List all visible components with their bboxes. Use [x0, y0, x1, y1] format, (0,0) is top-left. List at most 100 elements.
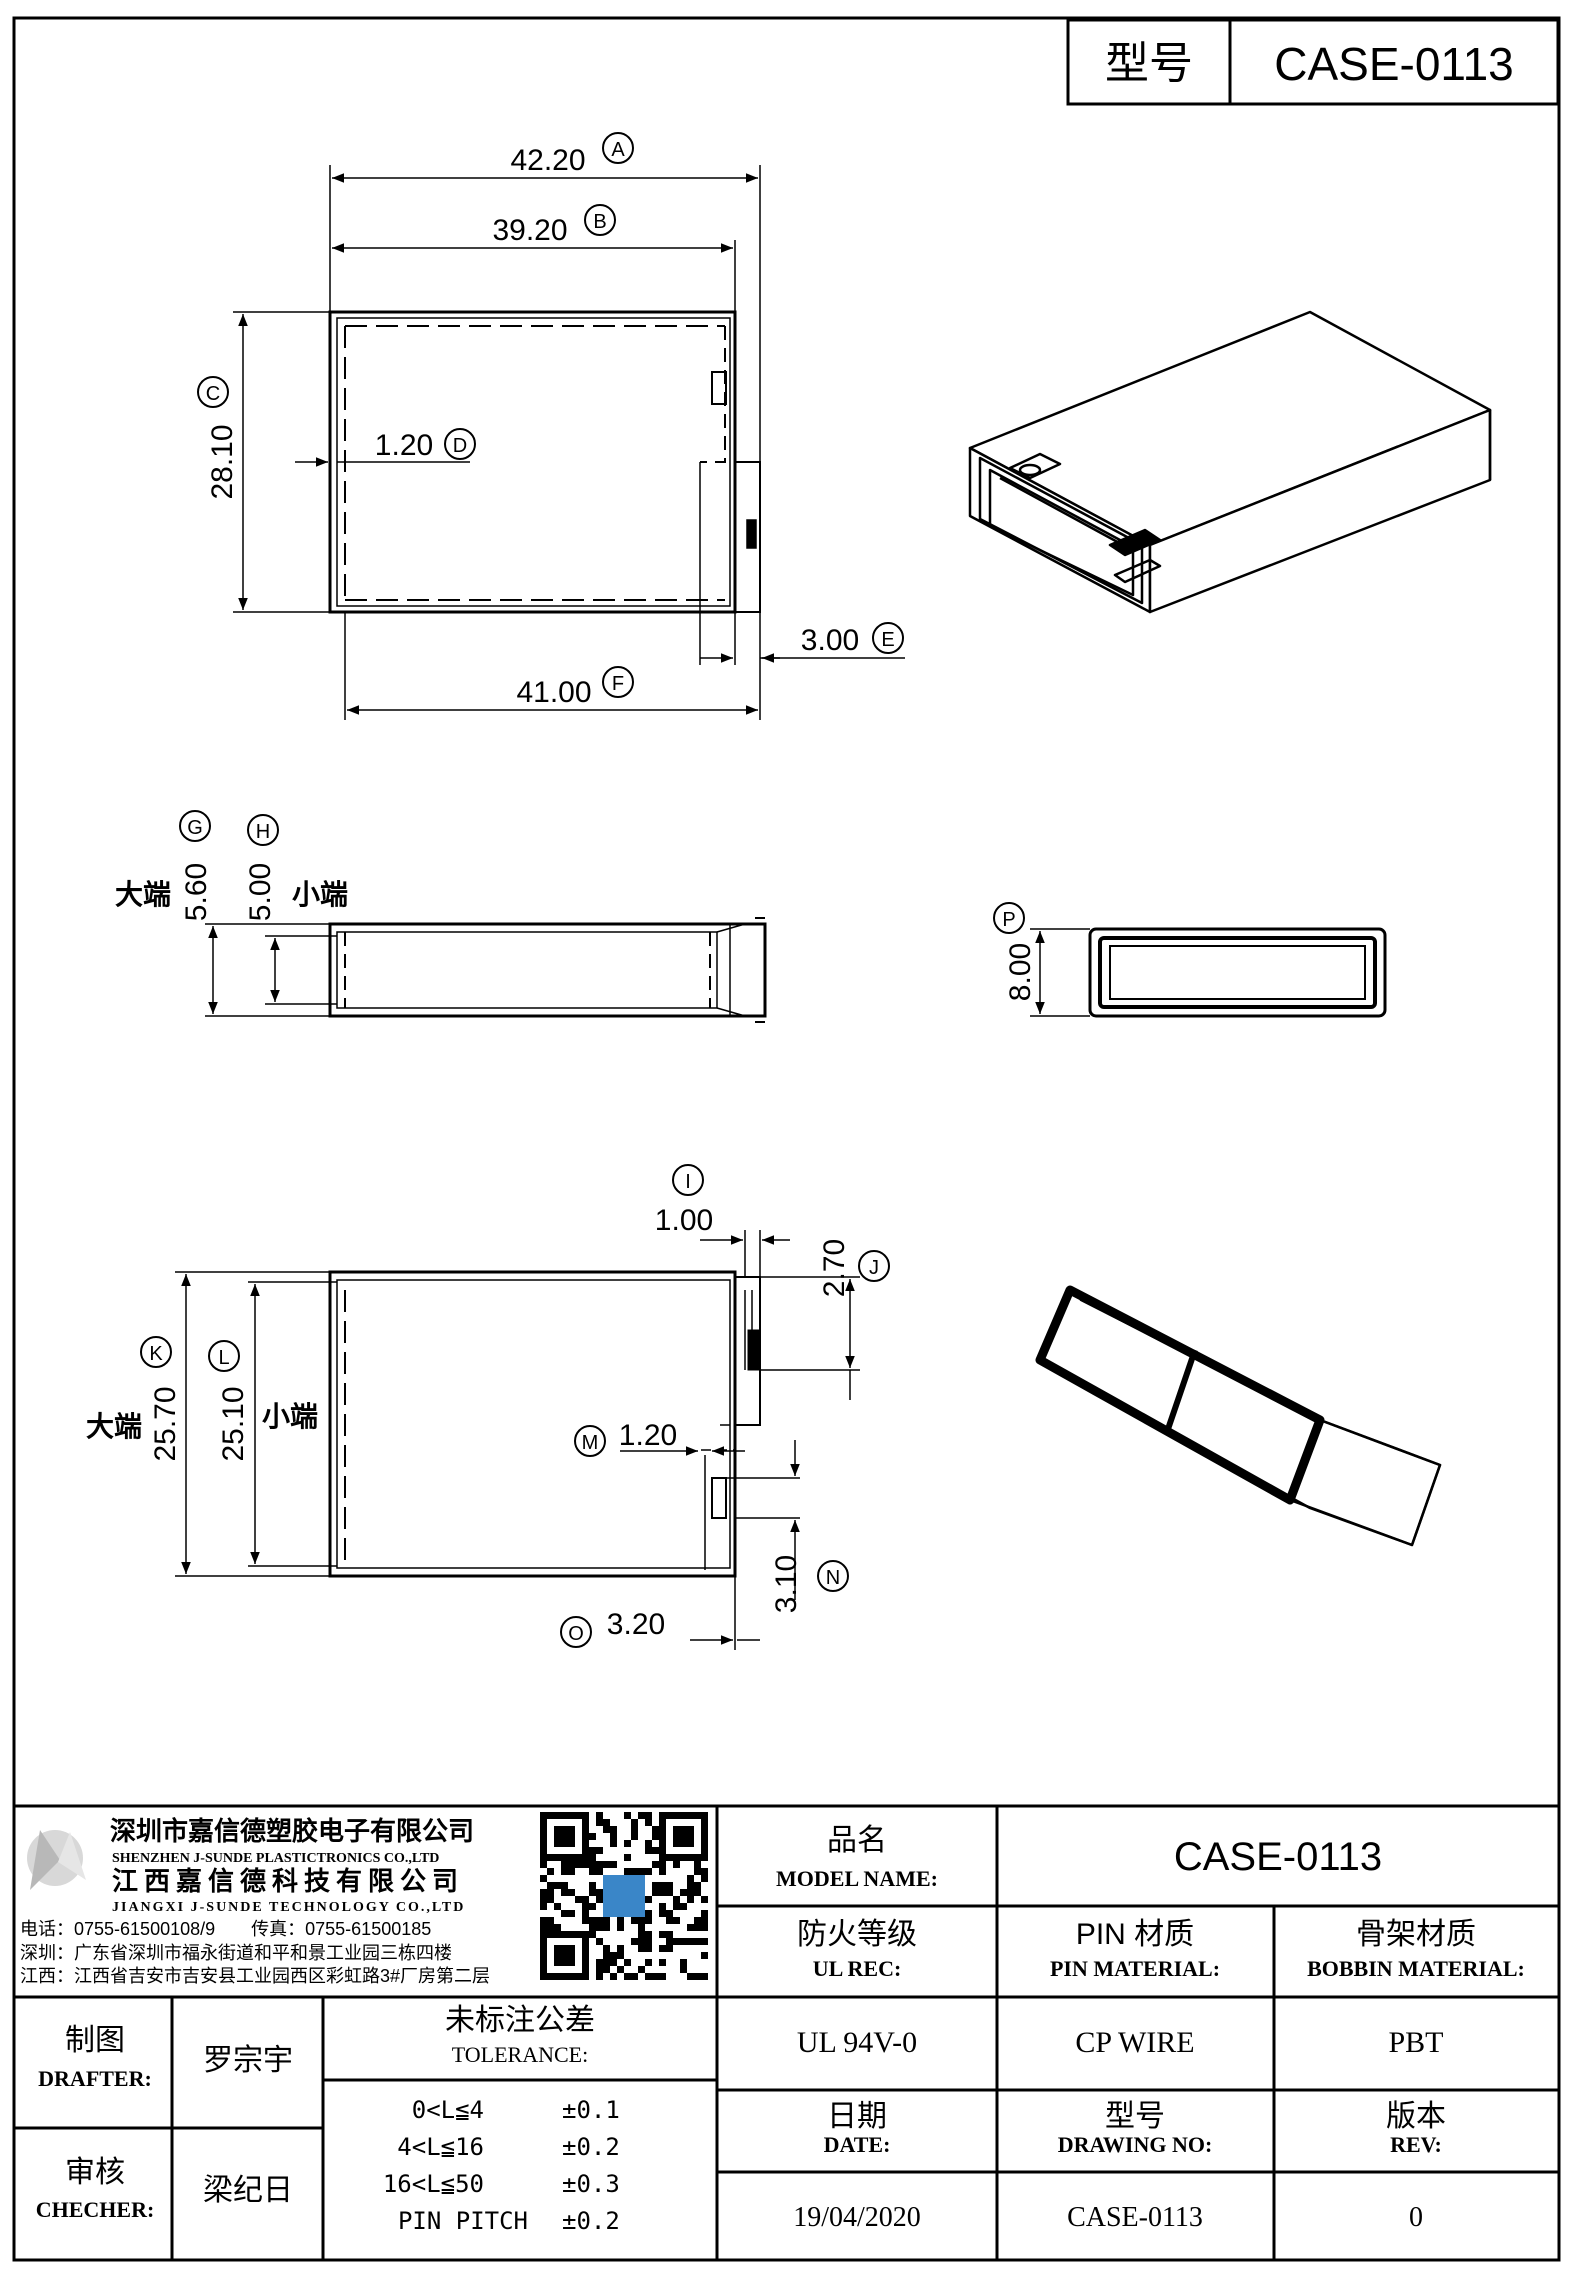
- title-block-grid: [14, 1804, 1559, 2260]
- header-label: 型号: [1105, 39, 1193, 88]
- dim-I-value: 1.00: [655, 1204, 713, 1237]
- side-view: [328, 917, 767, 1023]
- company-name-en-2: JIANGXI J-SUNDE TECHNOLOGY CO.,LTD: [112, 1900, 465, 1915]
- dim-P-balloon: [993, 902, 1025, 934]
- pin-material-cn: PIN 材质: [1076, 1918, 1194, 1951]
- model-name-value: CASE-0113: [1174, 1835, 1382, 1879]
- iso-view-top: [968, 310, 1492, 614]
- dim-M-value: 1.20: [619, 1419, 677, 1452]
- tol-value-1: ±0.2: [562, 2133, 620, 2161]
- bobbin-material-value: PBT: [1388, 2026, 1443, 2059]
- drafter-cn: 制图: [65, 2024, 125, 2057]
- qr-code: [540, 1812, 708, 1980]
- dim-O-balloon: [560, 1616, 592, 1648]
- iso-view-bottom: [1035, 1285, 1442, 1547]
- pin-material-value: CP WIRE: [1075, 2026, 1194, 2059]
- side-view-dims: [205, 923, 337, 1017]
- company-name-cn-1: 深圳市嘉信德塑胶电子有限公司: [110, 1816, 474, 1846]
- label-small-end-2: 小端: [262, 1401, 318, 1432]
- ul-rec-value: UL 94V-0: [797, 2026, 917, 2059]
- sheet-border: [12, 16, 1561, 2262]
- label-small-end-1: 小端: [292, 879, 348, 910]
- tolerance-en: TOLERANCE:: [452, 2042, 588, 2067]
- date-value: 19/04/2020: [793, 2202, 921, 2233]
- dim-M-tag: M: [582, 1432, 599, 1454]
- tol-range-0: 0<L≦4: [412, 2096, 484, 2124]
- company-addr-jx: 江西：江西省吉安市吉安县工业园西区彩虹路3#厂房第二层: [20, 1966, 490, 1986]
- header-code: CASE-0113: [1274, 38, 1514, 90]
- rev-en: REV:: [1390, 2132, 1442, 2157]
- dim-P-tag: P: [1002, 909, 1015, 931]
- dim-O-value: 3.20: [607, 1608, 665, 1641]
- tol-range-1: 4<L≦16: [397, 2133, 484, 2161]
- dim-F-balloon: [602, 666, 634, 698]
- dim-K-balloon: [140, 1336, 172, 1368]
- dim-A-value: 42.20: [510, 144, 585, 177]
- bobbin-material-cn: 骨架材质: [1356, 1918, 1476, 1951]
- label-big-end-2: 大端: [86, 1411, 142, 1442]
- dim-E-tag: E: [881, 629, 894, 651]
- dim-D-tag: D: [453, 435, 467, 457]
- dim-N-tag: N: [826, 1567, 840, 1589]
- drawing-no-en: DRAWING NO:: [1058, 2132, 1213, 2157]
- top-view-dims: [233, 165, 905, 720]
- drafter-en: DRAFTER:: [38, 2066, 152, 2091]
- dim-L-balloon: [208, 1340, 240, 1372]
- dim-I-tag: I: [685, 1171, 691, 1193]
- ul-rec-en: UL REC:: [813, 1956, 902, 1981]
- end-view-dims: [1030, 928, 1090, 1017]
- company-name-cn-2: 江西嘉信德科技有限公司: [112, 1866, 464, 1896]
- checker-cn: 审核: [65, 2156, 125, 2189]
- end-view: [1088, 927, 1387, 1018]
- dim-H-value: 5.00: [244, 863, 277, 921]
- label-big-end-1: 大端: [115, 879, 171, 910]
- company-tel: 电话：0755-61500108/9 传真：0755-61500185: [20, 1919, 431, 1939]
- dim-L-value: 25.10: [217, 1386, 250, 1461]
- dim-L-tag: L: [218, 1347, 229, 1369]
- tolerance-cn: 未标注公差: [445, 2004, 595, 2037]
- pin-material-en: PIN MATERIAL:: [1050, 1956, 1220, 1981]
- date-en: DATE:: [824, 2132, 891, 2157]
- dim-G-balloon: [179, 810, 211, 842]
- rev-cn: 版本: [1386, 2100, 1446, 2133]
- header-code-box: 型号 CASE-0113: [1066, 18, 1560, 106]
- dim-A-tag: A: [611, 139, 625, 161]
- tol-range-2: 16<L≦50: [383, 2170, 484, 2198]
- tol-value-0: ±0.1: [562, 2096, 620, 2124]
- model-name-cn: 品名: [827, 1824, 887, 1857]
- dim-G-value: 5.60: [180, 863, 213, 921]
- dim-H-balloon: [247, 814, 279, 846]
- dim-F-value: 41.00: [516, 676, 591, 709]
- bottom-view: [328, 1270, 761, 1578]
- bobbin-material-en: BOBBIN MATERIAL:: [1307, 1956, 1525, 1981]
- company-name-en-1: SHENZHEN J-SUNDE PLASTICTRONICS CO.,LTD: [112, 1851, 439, 1866]
- dim-N-value: 3.10: [770, 1555, 803, 1613]
- dim-C-tag: C: [206, 383, 220, 405]
- dim-J-balloon: [858, 1250, 890, 1282]
- tolerance-table: 0<L≦4 ±0.1 4<L≦16 ±0.2 16<L≦50 ±0.3 PIN …: [383, 2096, 620, 2235]
- checker-value: 梁纪日: [203, 2174, 293, 2207]
- dim-B-value: 39.20: [492, 214, 567, 247]
- dim-K-value: 25.70: [149, 1386, 182, 1461]
- dim-I-balloon: [672, 1164, 704, 1196]
- date-cn: 日期: [827, 2100, 887, 2133]
- company-logo: [27, 1830, 86, 1890]
- drawing-no-value: CASE-0113: [1067, 2202, 1203, 2233]
- dim-H-tag: H: [256, 821, 270, 843]
- drawing-no-cn: 型号: [1105, 2100, 1165, 2133]
- dim-B-tag: B: [593, 211, 606, 233]
- tol-range-3: PIN PITCH: [398, 2207, 528, 2235]
- dim-N-balloon: [817, 1560, 849, 1592]
- dim-K-tag: K: [149, 1343, 163, 1365]
- dim-M-balloon: [574, 1425, 606, 1457]
- dim-O-tag: O: [568, 1623, 584, 1645]
- tol-value-3: ±0.2: [562, 2207, 620, 2235]
- company-addr-sz: 深圳：广东省深圳市福永街道和平和景工业园三栋四楼: [20, 1943, 452, 1963]
- ul-rec-cn: 防火等级: [797, 1918, 917, 1951]
- dim-B-balloon: [584, 204, 616, 236]
- dim-A-balloon: [602, 132, 634, 164]
- drafter-value: 罗宗宇: [203, 2044, 293, 2077]
- dim-J-tag: J: [869, 1257, 879, 1279]
- dim-D-balloon: [444, 428, 476, 460]
